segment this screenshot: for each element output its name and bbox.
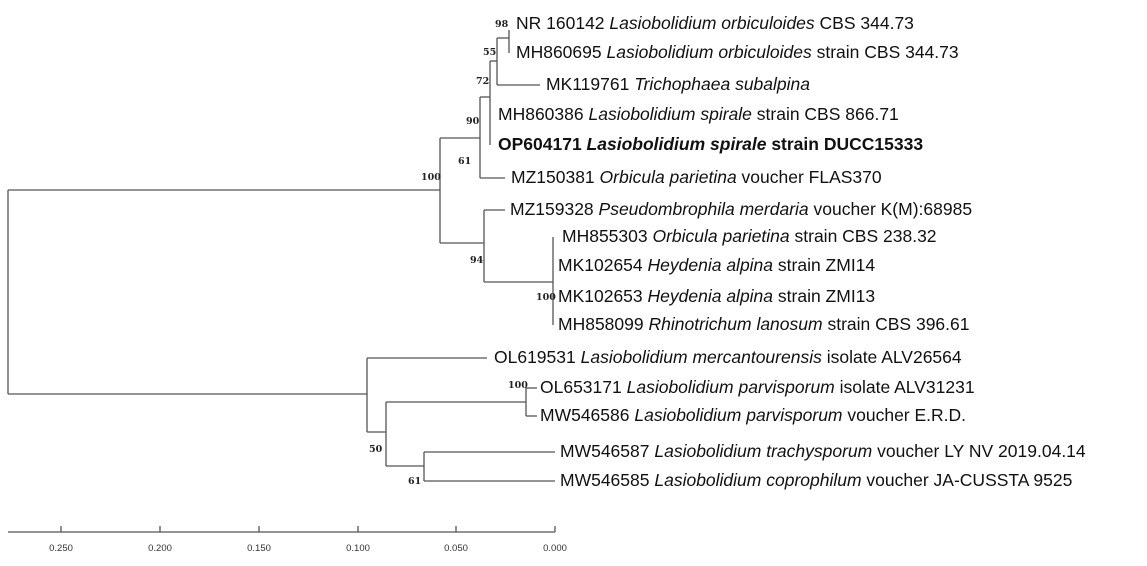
taxon-label: MH860386 Lasiobolidium spirale strain CB… — [498, 104, 899, 124]
species-name: Lasiobolidium spirale — [588, 104, 752, 124]
bootstrap-value: 72 — [476, 76, 490, 87]
strain-info: strain CBS 344.73 — [811, 42, 959, 62]
scale-tick-label: 0.050 — [444, 543, 468, 554]
accession: MW546587 — [560, 441, 655, 461]
accession: MK119761 — [546, 74, 635, 94]
bootstrap-value: 100 — [536, 292, 556, 303]
accession: MH858099 — [558, 314, 649, 334]
species-name: Lasiobolidium mercantourensis — [580, 347, 822, 367]
strain-info: voucher FLAS370 — [736, 167, 882, 187]
scale-tick-label: 0.000 — [543, 543, 567, 554]
taxon-label: OL653171 Lasiobolidium parvisporum isola… — [540, 377, 975, 397]
strain-info: strain ZMI13 — [773, 286, 876, 306]
strain-info: strain ZMI14 — [773, 255, 876, 275]
species-name: Heydenia alpina — [647, 286, 774, 306]
accession: OL619531 — [494, 347, 581, 367]
species-name: Orbicula parietina — [599, 167, 737, 187]
bootstrap-value: 100 — [508, 380, 528, 391]
bootstrap-value: 98 — [495, 19, 509, 30]
accession: MW546586 — [540, 405, 635, 425]
scale-tick-label: 0.150 — [247, 543, 271, 554]
taxon-label: MW546587 Lasiobolidium trachysporum vouc… — [560, 441, 1086, 461]
strain-info: strain CBS 866.71 — [751, 104, 899, 124]
species-name: Lasiobolidium orbiculoides — [609, 13, 815, 33]
accession: MH860695 — [516, 42, 607, 62]
taxon-label: MH858099 Rhinotrichum lanosum strain CBS… — [558, 314, 969, 334]
species-name: Lasiobolidium orbiculoides — [606, 42, 812, 62]
accession: OL653171 — [540, 377, 627, 397]
accession: MZ150381 — [511, 167, 600, 187]
species-name: Trichophaea subalpina — [634, 74, 810, 94]
scale-tick-label: 0.250 — [49, 543, 73, 554]
species-name: Lasiobolidium spirale — [586, 134, 767, 154]
taxon-label: OP604171 Lasiobolidium spirale strain DU… — [498, 134, 923, 154]
taxon-label: MZ150381 Orbicula parietina voucher FLAS… — [511, 167, 882, 187]
strain-info: voucher E.R.D. — [842, 405, 967, 425]
bootstrap-value: 50 — [369, 444, 383, 455]
bootstrap-value: 61 — [408, 476, 422, 487]
species-name: Pseudombrophila merdaria — [598, 199, 809, 219]
taxon-label: MW546585 Lasiobolidium coprophilum vouch… — [560, 470, 1072, 490]
bootstrap-value: 55 — [483, 47, 497, 58]
species-name: Lasiobolidium trachysporum — [654, 441, 873, 461]
strain-info: voucher LY NV 2019.04.14 — [872, 441, 1086, 461]
taxon-label: MZ159328 Pseudombrophila merdaria vouche… — [510, 199, 972, 219]
strain-info: isolate ALV31231 — [834, 377, 975, 397]
species-name: Rhinotrichum lanosum — [648, 314, 823, 334]
accession: MW546585 — [560, 470, 655, 490]
taxon-label: MH860695 Lasiobolidium orbiculoides stra… — [516, 42, 959, 62]
accession: OP604171 — [498, 134, 587, 154]
accession: MH860386 — [498, 104, 589, 124]
strain-info: voucher JA-CUSSTA 9525 — [861, 470, 1073, 490]
taxon-label: OL619531 Lasiobolidium mercantourensis i… — [494, 347, 962, 367]
bootstrap-value: 90 — [466, 116, 480, 127]
accession: NR 160142 — [516, 13, 610, 33]
strain-info: voucher K(M):68985 — [808, 199, 973, 219]
strain-info: isolate ALV26564 — [821, 347, 962, 367]
bootstrap-value: 94 — [470, 255, 484, 266]
taxon-label: MH855303 Orbicula parietina strain CBS 2… — [562, 226, 937, 246]
species-name: Lasiobolidium parvisporum — [634, 405, 843, 425]
accession: MH855303 — [562, 226, 653, 246]
strain-info: strain CBS 396.61 — [822, 314, 970, 334]
taxon-label: MW546586 Lasiobolidium parvisporum vouch… — [540, 405, 966, 425]
species-name: Lasiobolidium parvisporum — [626, 377, 835, 397]
accession: MZ159328 — [510, 199, 599, 219]
bootstrap-value: 61 — [458, 156, 472, 167]
accession: MK102653 — [558, 286, 648, 306]
scale-tick-label: 0.100 — [346, 543, 370, 554]
species-name: Lasiobolidium coprophilum — [654, 470, 862, 490]
taxon-label: MK102654 Heydenia alpina strain ZMI14 — [558, 255, 875, 275]
taxon-label: NR 160142 Lasiobolidium orbiculoides CBS… — [516, 13, 914, 33]
taxon-label: MK119761 Trichophaea subalpina — [546, 74, 810, 94]
scale-tick-label: 0.200 — [148, 543, 172, 554]
species-name: Heydenia alpina — [647, 255, 774, 275]
strain-info: CBS 344.73 — [814, 13, 914, 33]
taxon-label: MK102653 Heydenia alpina strain ZMI13 — [558, 286, 875, 306]
species-name: Orbicula parietina — [652, 226, 790, 246]
strain-info: strain DUCC15333 — [766, 134, 924, 154]
strain-info: strain CBS 238.32 — [789, 226, 937, 246]
bootstrap-value: 100 — [421, 172, 441, 183]
accession: MK102654 — [558, 255, 648, 275]
